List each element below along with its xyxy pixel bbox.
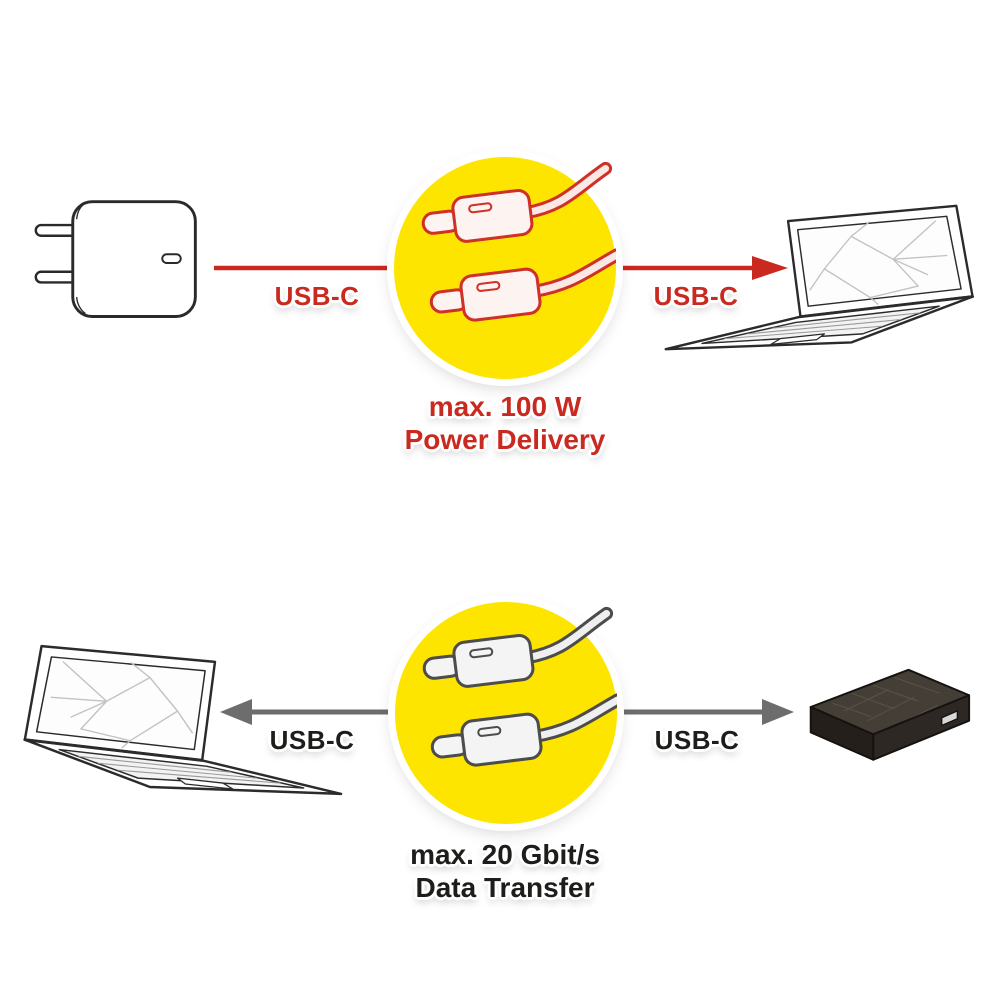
external-drive-icon [809,668,971,761]
power-adapter-icon [34,200,197,318]
usb-c-connectors-icon [422,606,625,767]
usb-c-cable-badge [395,602,625,824]
data-caption-line1: max. 20 Gbit/s [410,839,600,870]
laptop-icon [664,204,975,351]
power-caption-line1: max. 100 W [428,391,582,422]
power-caption-line2: Power Delivery [404,424,606,455]
usb-c-cable-badge [394,157,624,379]
data-left-port-label: USB-C [269,725,355,755]
usb-c-connectors-icon [421,161,624,322]
data-caption: max. 20 Gbit/s Data Transfer [305,838,705,904]
data-caption-line2: Data Transfer [415,872,595,903]
data-right-port-label: USB-C [654,725,740,755]
power-left-port-label: USB-C [274,281,360,311]
power-caption: max. 100 W Power Delivery [310,390,700,456]
power-right-port-label: USB-C [653,281,739,311]
